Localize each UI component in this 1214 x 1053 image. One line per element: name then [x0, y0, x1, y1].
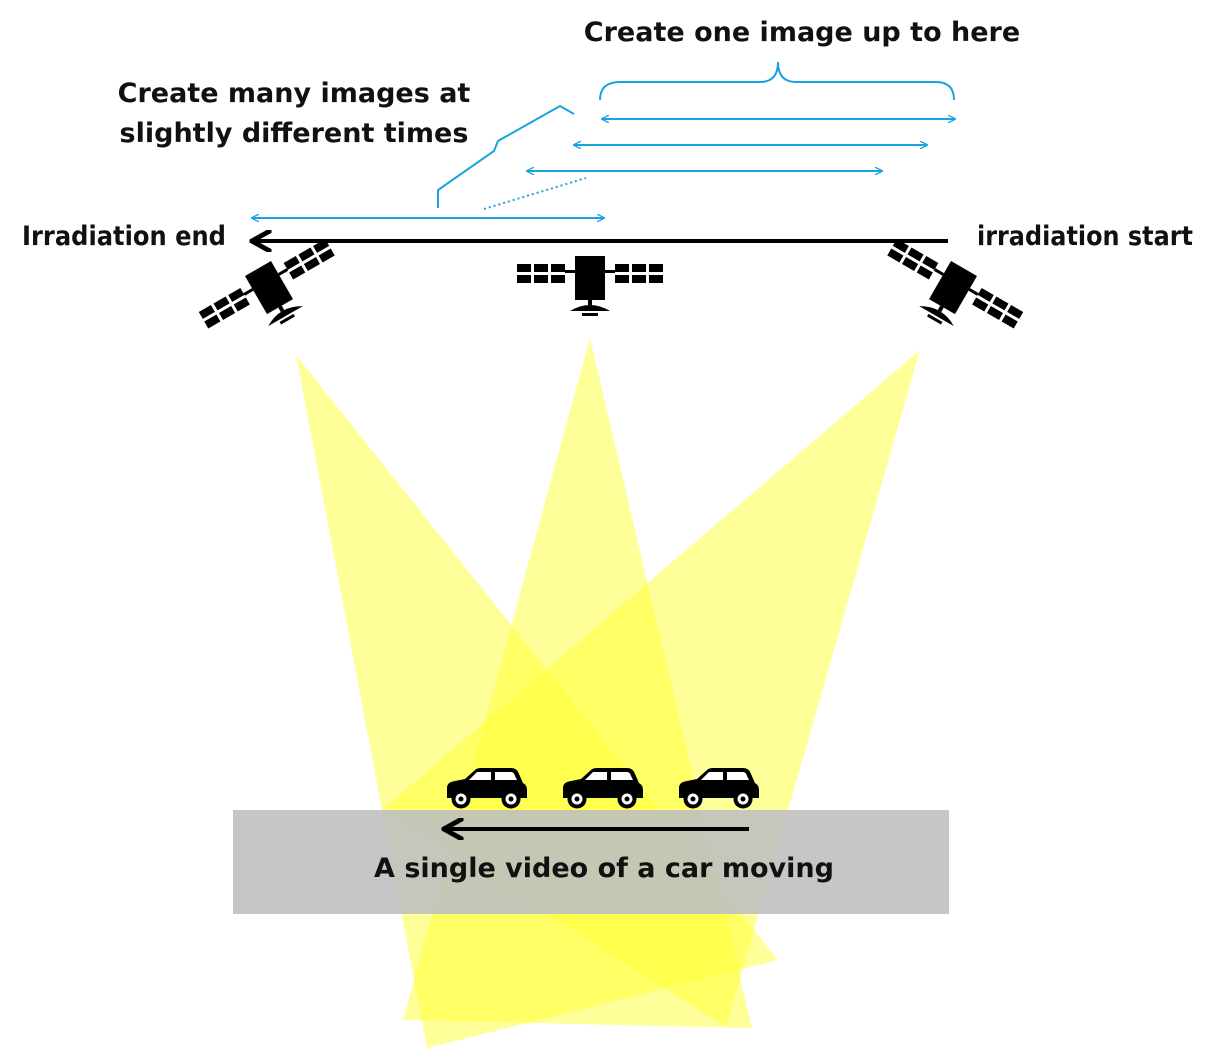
label-video-caption: A single video of a car moving — [374, 853, 834, 884]
label-irradiation-end: Irradiation end — [22, 221, 226, 252]
label-create-many-images-line2: slightly different times — [120, 118, 469, 149]
bracket-many-images — [437, 104, 575, 208]
bracket-one-image — [599, 61, 955, 101]
aperture-arrows — [252, 119, 955, 218]
label-irradiation-start: irradiation start — [977, 221, 1193, 252]
radar-beams — [296, 338, 920, 1048]
dotted-continuation — [483, 177, 587, 210]
satellite-icon — [517, 256, 663, 316]
label-create-one-image: Create one image up to here — [584, 17, 1020, 48]
label-create-many-images-line1: Create many images at — [118, 78, 471, 109]
